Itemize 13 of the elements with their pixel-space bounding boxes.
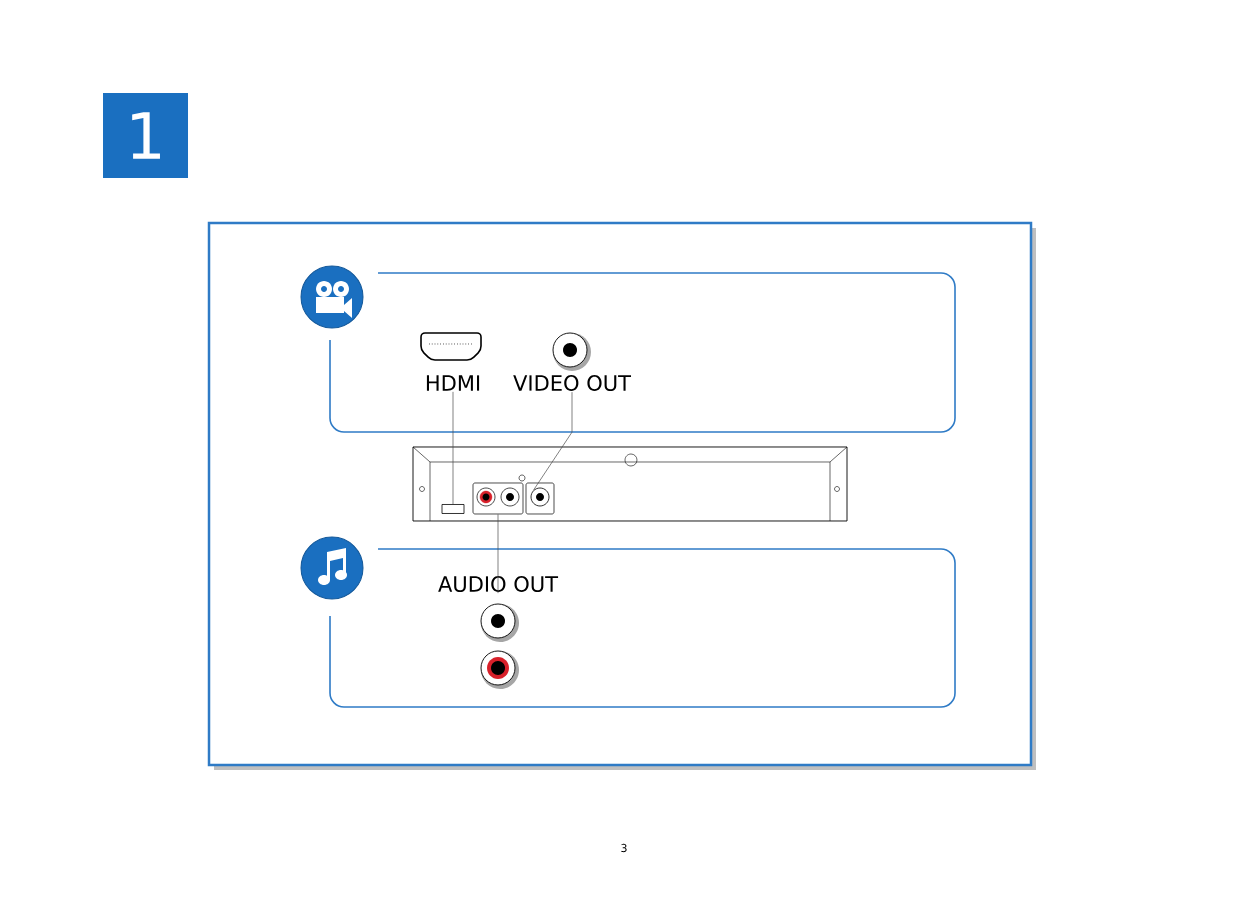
- leader-line: [497, 514, 499, 594]
- port-label: AUDIO OUT: [438, 576, 559, 592]
- section-band: [329, 548, 956, 708]
- section-band: [329, 272, 956, 433]
- leader-line: [533, 391, 573, 491]
- port-label: VIDEO OUT: [513, 375, 631, 391]
- port-label: HDMI: [426, 375, 480, 391]
- page-number: 3: [621, 843, 627, 853]
- hdmi-port: [441, 504, 465, 514]
- video-jack: [530, 487, 550, 507]
- number-badge: 1: [103, 93, 188, 178]
- leader-line: [452, 391, 454, 505]
- audio-jack-pair: [472, 482, 524, 515]
